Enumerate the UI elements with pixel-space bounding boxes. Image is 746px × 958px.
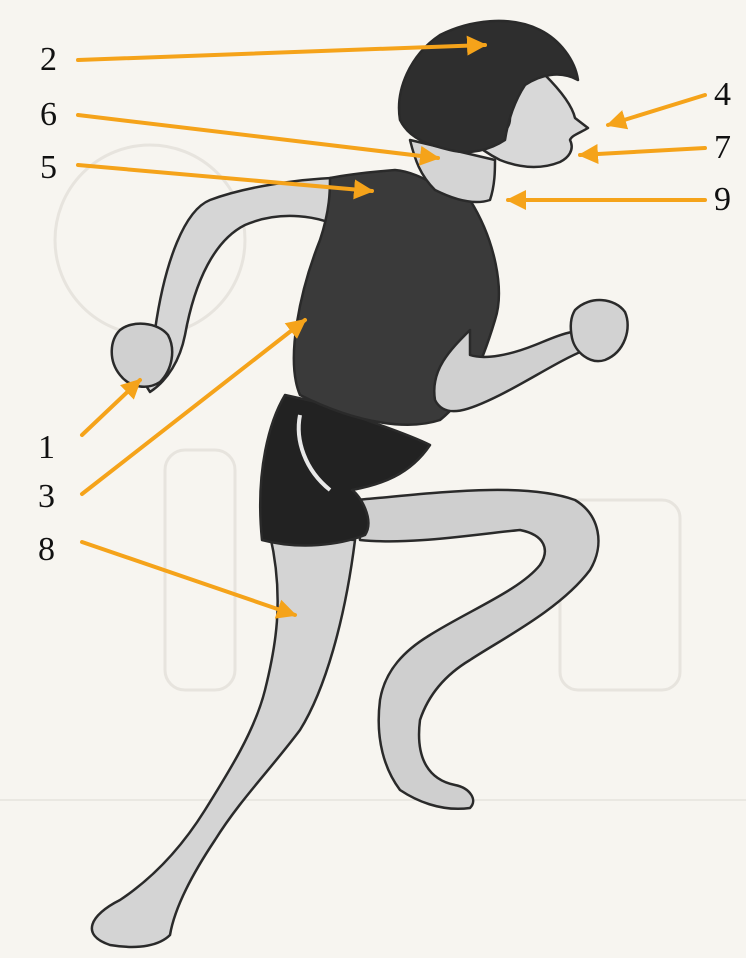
left-fist [112,324,172,387]
arrow-6 [78,115,438,158]
arrow-1 [82,380,140,435]
label-2: 2 [40,41,57,78]
label-9: 9 [714,181,731,218]
arrow-7 [580,148,705,155]
label-7: 7 [714,129,731,166]
label-4: 4 [714,76,731,113]
label-3: 3 [38,478,55,515]
label-8: 8 [38,531,55,568]
label-5: 5 [40,149,57,186]
runner-figure [92,21,628,947]
right-leg [355,490,598,809]
label-6: 6 [40,96,57,133]
arrow-8 [82,542,295,615]
label-1: 1 [38,429,55,466]
left-leg [92,535,355,947]
arrow-4 [608,95,705,125]
right-fist [571,300,628,361]
